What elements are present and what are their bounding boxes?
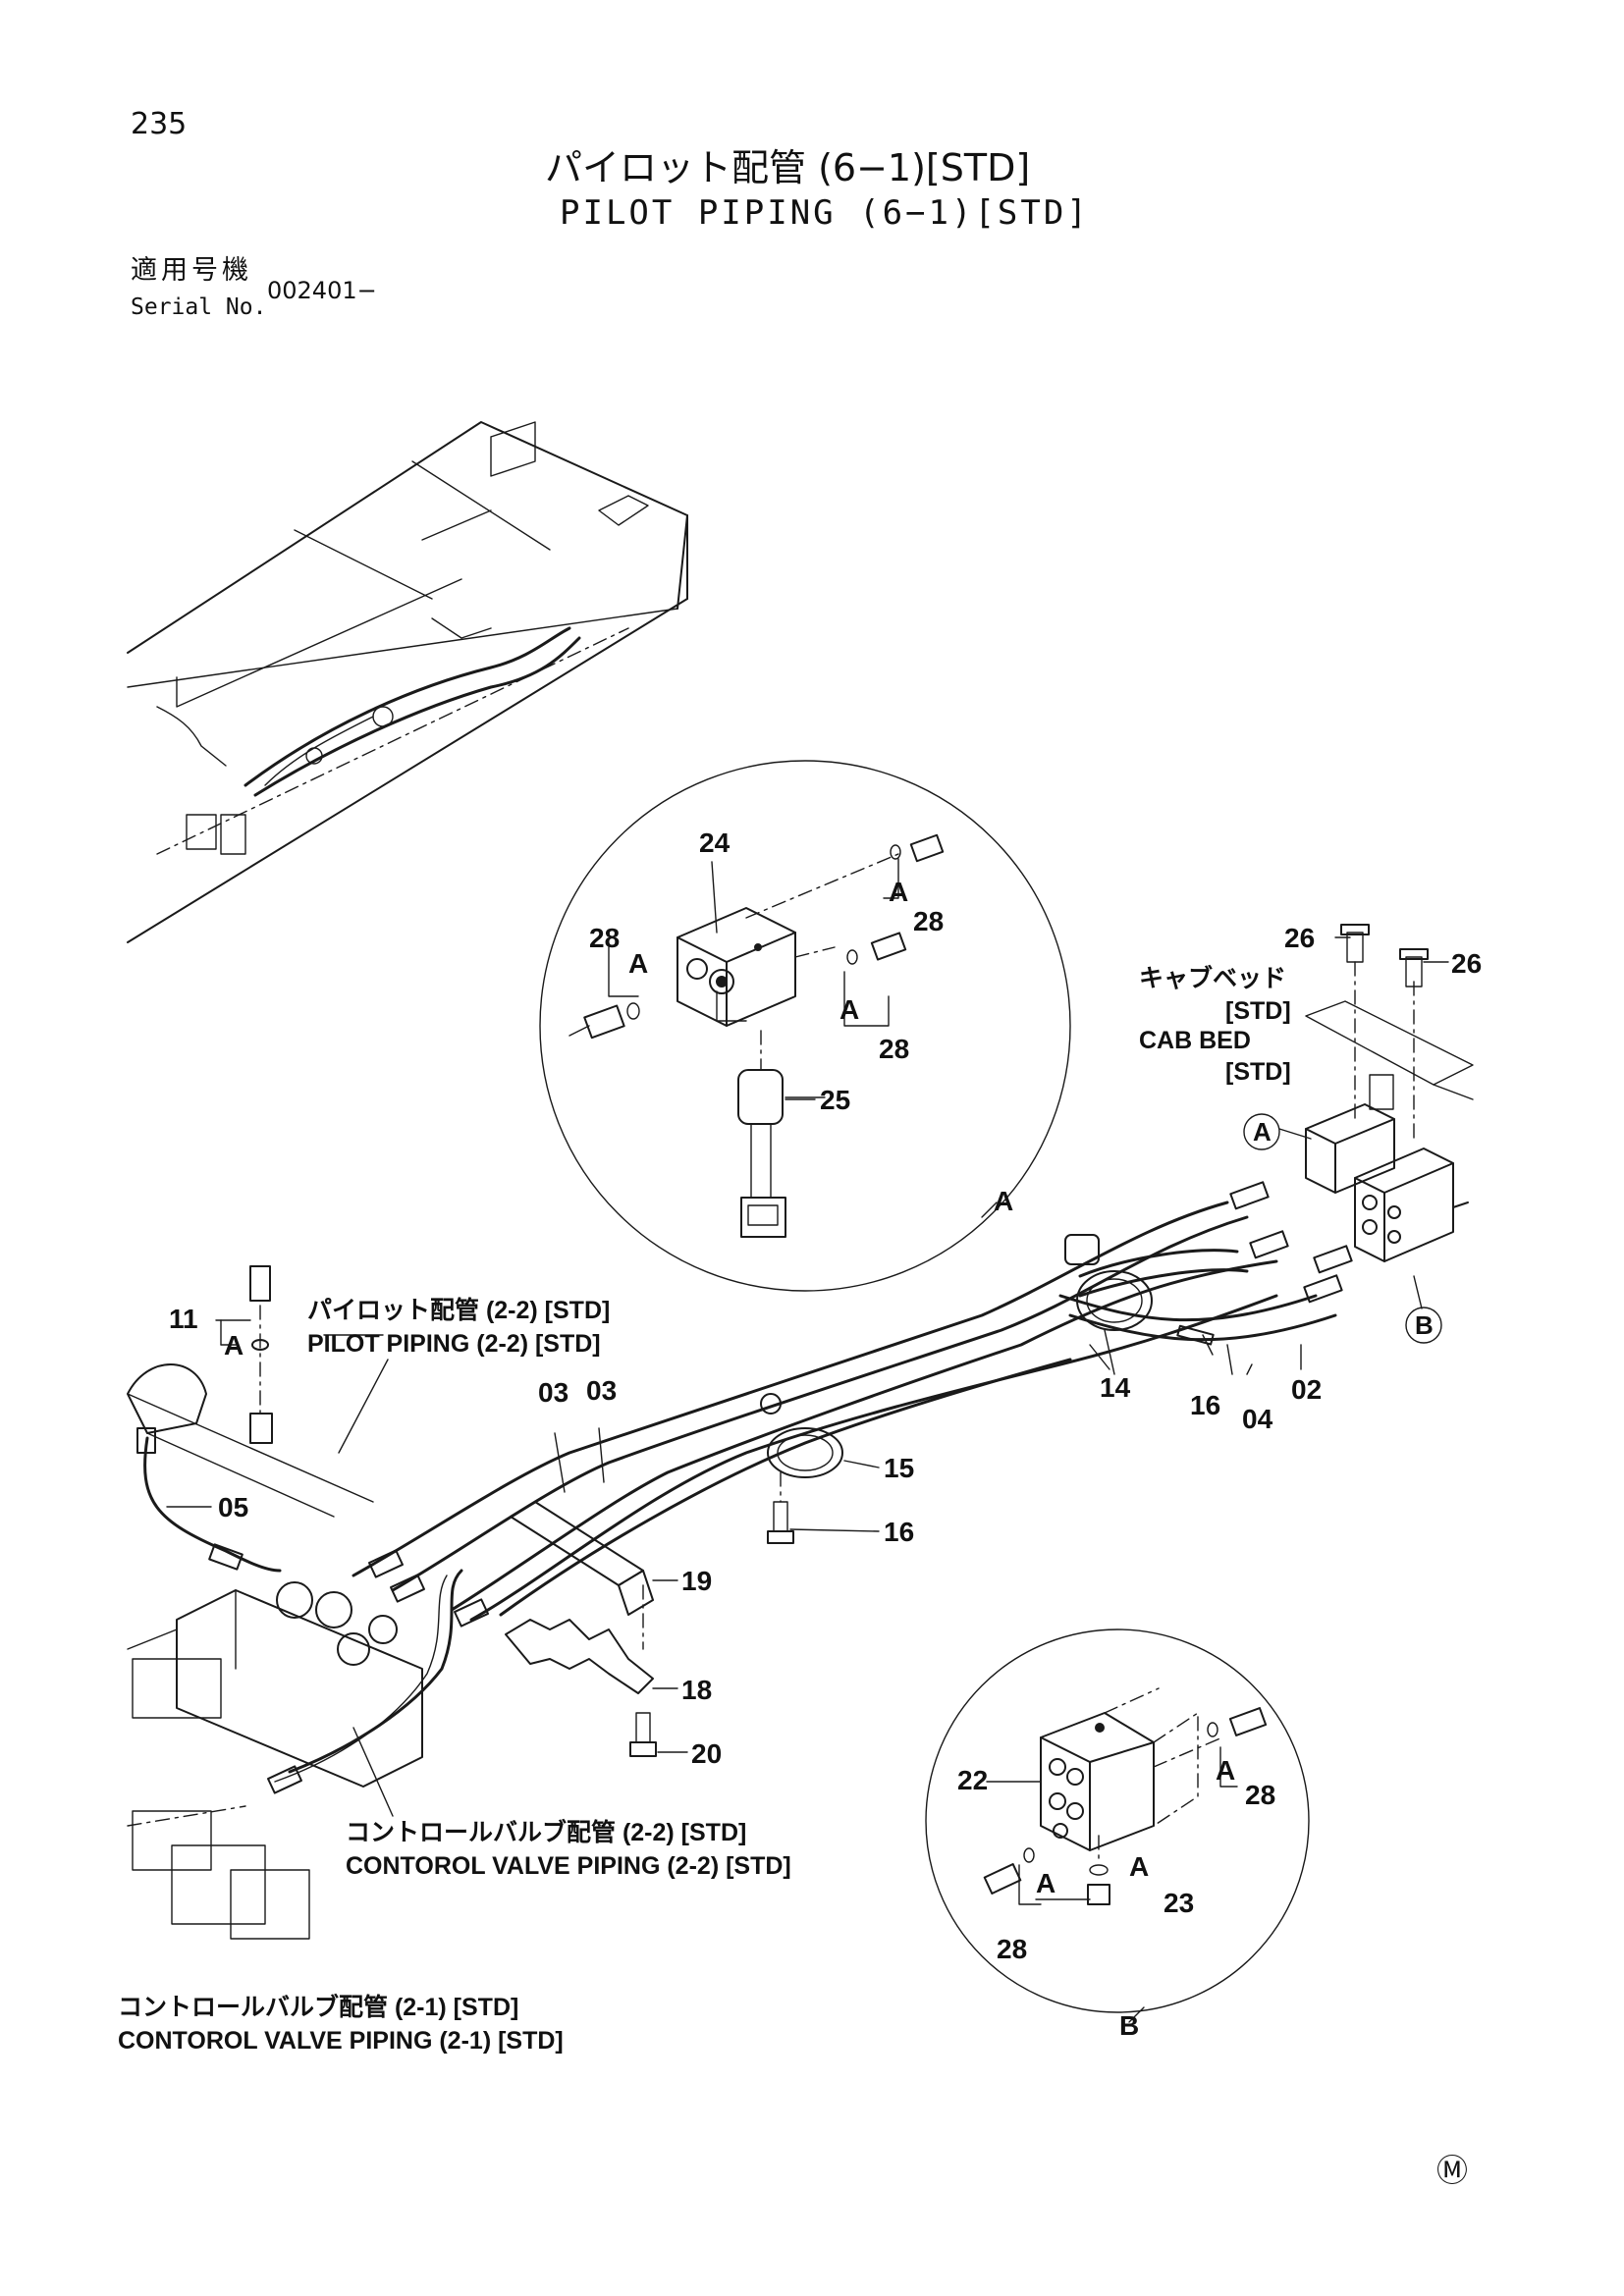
clamps <box>505 1234 1215 1757</box>
hose-bundle <box>136 1181 1353 1794</box>
callout-22: 22 <box>957 1765 989 1795</box>
callout-19: 19 <box>681 1566 713 1596</box>
callout-11: 11 <box>169 1304 198 1334</box>
left-components <box>127 1265 423 1940</box>
pilot-piping-22-japanese: パイロット配管 (2-2) [STD] <box>307 1297 611 1324</box>
upper-frame-drawing <box>127 421 688 943</box>
control-valve-21-japanese: コントロールバルブ配管 (2-1) [STD] <box>118 1994 519 2021</box>
callout-a-b-right: A <box>1216 1755 1236 1786</box>
callout-23: 23 <box>1164 1888 1195 1918</box>
title-japanese: パイロット配管 (6−1)[STD] <box>545 146 1031 189</box>
cab-bed-japanese: キャブベッド <box>1139 965 1287 992</box>
callout-a-mid: A <box>839 994 860 1025</box>
callout-18: 18 <box>681 1675 713 1705</box>
callout-24: 24 <box>699 828 731 858</box>
callout-16-lower: 16 <box>884 1517 915 1547</box>
callout-25: 25 <box>820 1085 851 1115</box>
callout-a-top: A <box>889 877 909 907</box>
callout-03-right: 03 <box>586 1375 618 1406</box>
callout-a-left: A <box>628 948 649 979</box>
detail-a-circle <box>539 760 1071 1292</box>
callout-03-left: 03 <box>538 1377 569 1408</box>
serial-label-japanese: 適用号機 <box>131 255 252 286</box>
callout-15: 15 <box>884 1453 915 1483</box>
control-valve-21-english: CONTOROL VALVE PIPING (2-1) [STD] <box>118 2027 564 2055</box>
callout-a-b-left: A <box>1036 1868 1056 1898</box>
leader-lines <box>166 861 1449 2023</box>
control-valve-22-english: CONTOROL VALVE PIPING (2-2) [STD] <box>346 1852 791 1880</box>
detail-b-label: B <box>1119 2010 1140 2041</box>
m-mark: Ⓜ <box>1436 2152 1469 2189</box>
serial-value: 002401− <box>267 277 377 304</box>
cab-bed-english: CAB BED <box>1139 1027 1251 1054</box>
callout-a-11: A <box>224 1330 244 1361</box>
detail-a-label: A <box>994 1186 1014 1216</box>
callout-28-b-left: 28 <box>997 1934 1028 1964</box>
callout-28-b-right: 28 <box>1245 1780 1276 1810</box>
callout-26-right: 26 <box>1451 948 1483 979</box>
marker-b: B <box>1415 1310 1434 1340</box>
callout-28-top: 28 <box>913 906 945 936</box>
detail-b-circle <box>925 1629 1310 2013</box>
callout-28-mid: 28 <box>879 1034 910 1064</box>
control-valve-22-japanese: コントロールバルブ配管 (2-2) [STD] <box>346 1819 747 1846</box>
valve-blocks <box>1243 924 1474 1344</box>
cab-bed-std-1: [STD] <box>1225 997 1291 1025</box>
callout-20: 20 <box>691 1738 723 1769</box>
pilot-piping-22-english: PILOT PIPING (2-2) [STD] <box>307 1330 601 1358</box>
title-english: PILOT PIPING (6−1)[STD] <box>560 193 1090 233</box>
serial-label-english: Serial No. <box>131 294 267 320</box>
marker-a: A <box>1253 1117 1272 1147</box>
callout-04: 04 <box>1242 1404 1273 1434</box>
page-number: 235 <box>131 107 188 141</box>
callout-16-upper: 16 <box>1190 1390 1221 1420</box>
cab-bed-std-2: [STD] <box>1225 1058 1291 1086</box>
callout-a-b-bottom: A <box>1129 1851 1150 1882</box>
callout-26-left: 26 <box>1284 923 1316 953</box>
callout-05: 05 <box>218 1492 249 1522</box>
callout-14: 14 <box>1100 1372 1131 1403</box>
callout-02: 02 <box>1291 1374 1323 1405</box>
callout-28-left: 28 <box>589 923 621 953</box>
